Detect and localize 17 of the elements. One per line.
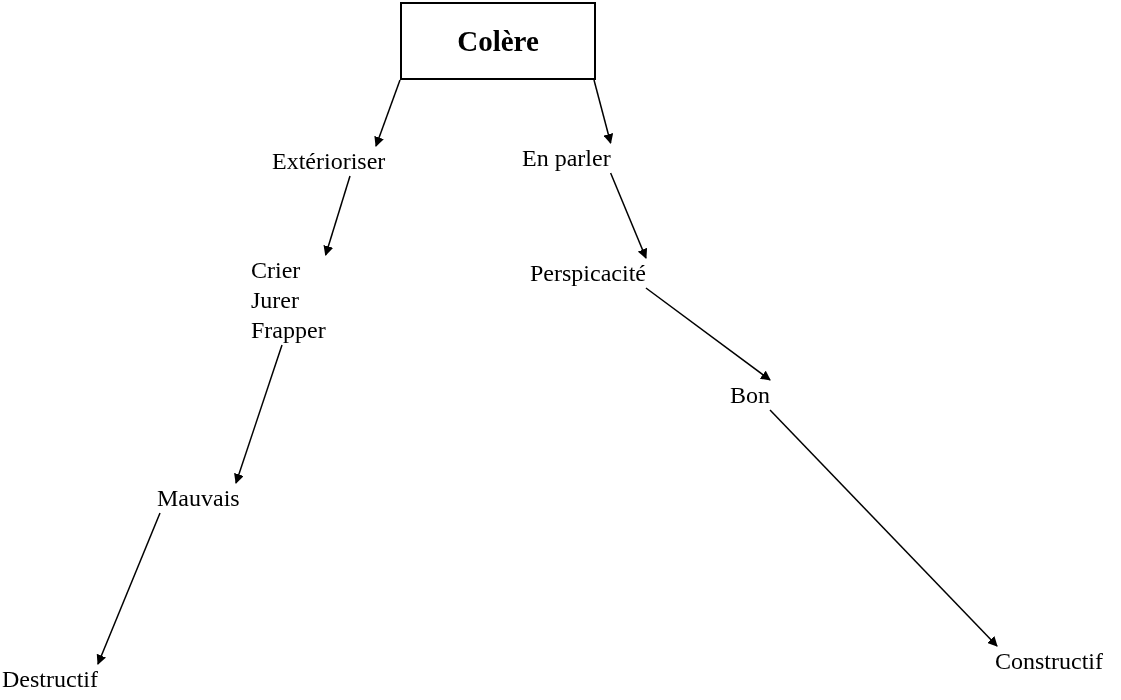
node-text: Crier Jurer Frapper: [251, 255, 326, 345]
arrow: [374, 79, 401, 147]
node-text: Extérioriser: [272, 146, 386, 176]
arrow: [645, 287, 771, 381]
arrow: [609, 172, 648, 259]
arrow: [234, 344, 283, 484]
arrow: [593, 79, 614, 144]
arrow: [96, 512, 161, 665]
node-text: Perspicacité: [530, 258, 646, 288]
title-box: Colère: [400, 2, 596, 80]
node-text: Constructif: [995, 646, 1103, 676]
arrow: [323, 175, 351, 256]
node-text: En parler: [522, 143, 611, 173]
node-text: Destructif: [2, 664, 98, 694]
node-text: Mauvais: [157, 483, 240, 513]
arrow: [769, 409, 998, 647]
node-text: Bon: [730, 380, 770, 410]
